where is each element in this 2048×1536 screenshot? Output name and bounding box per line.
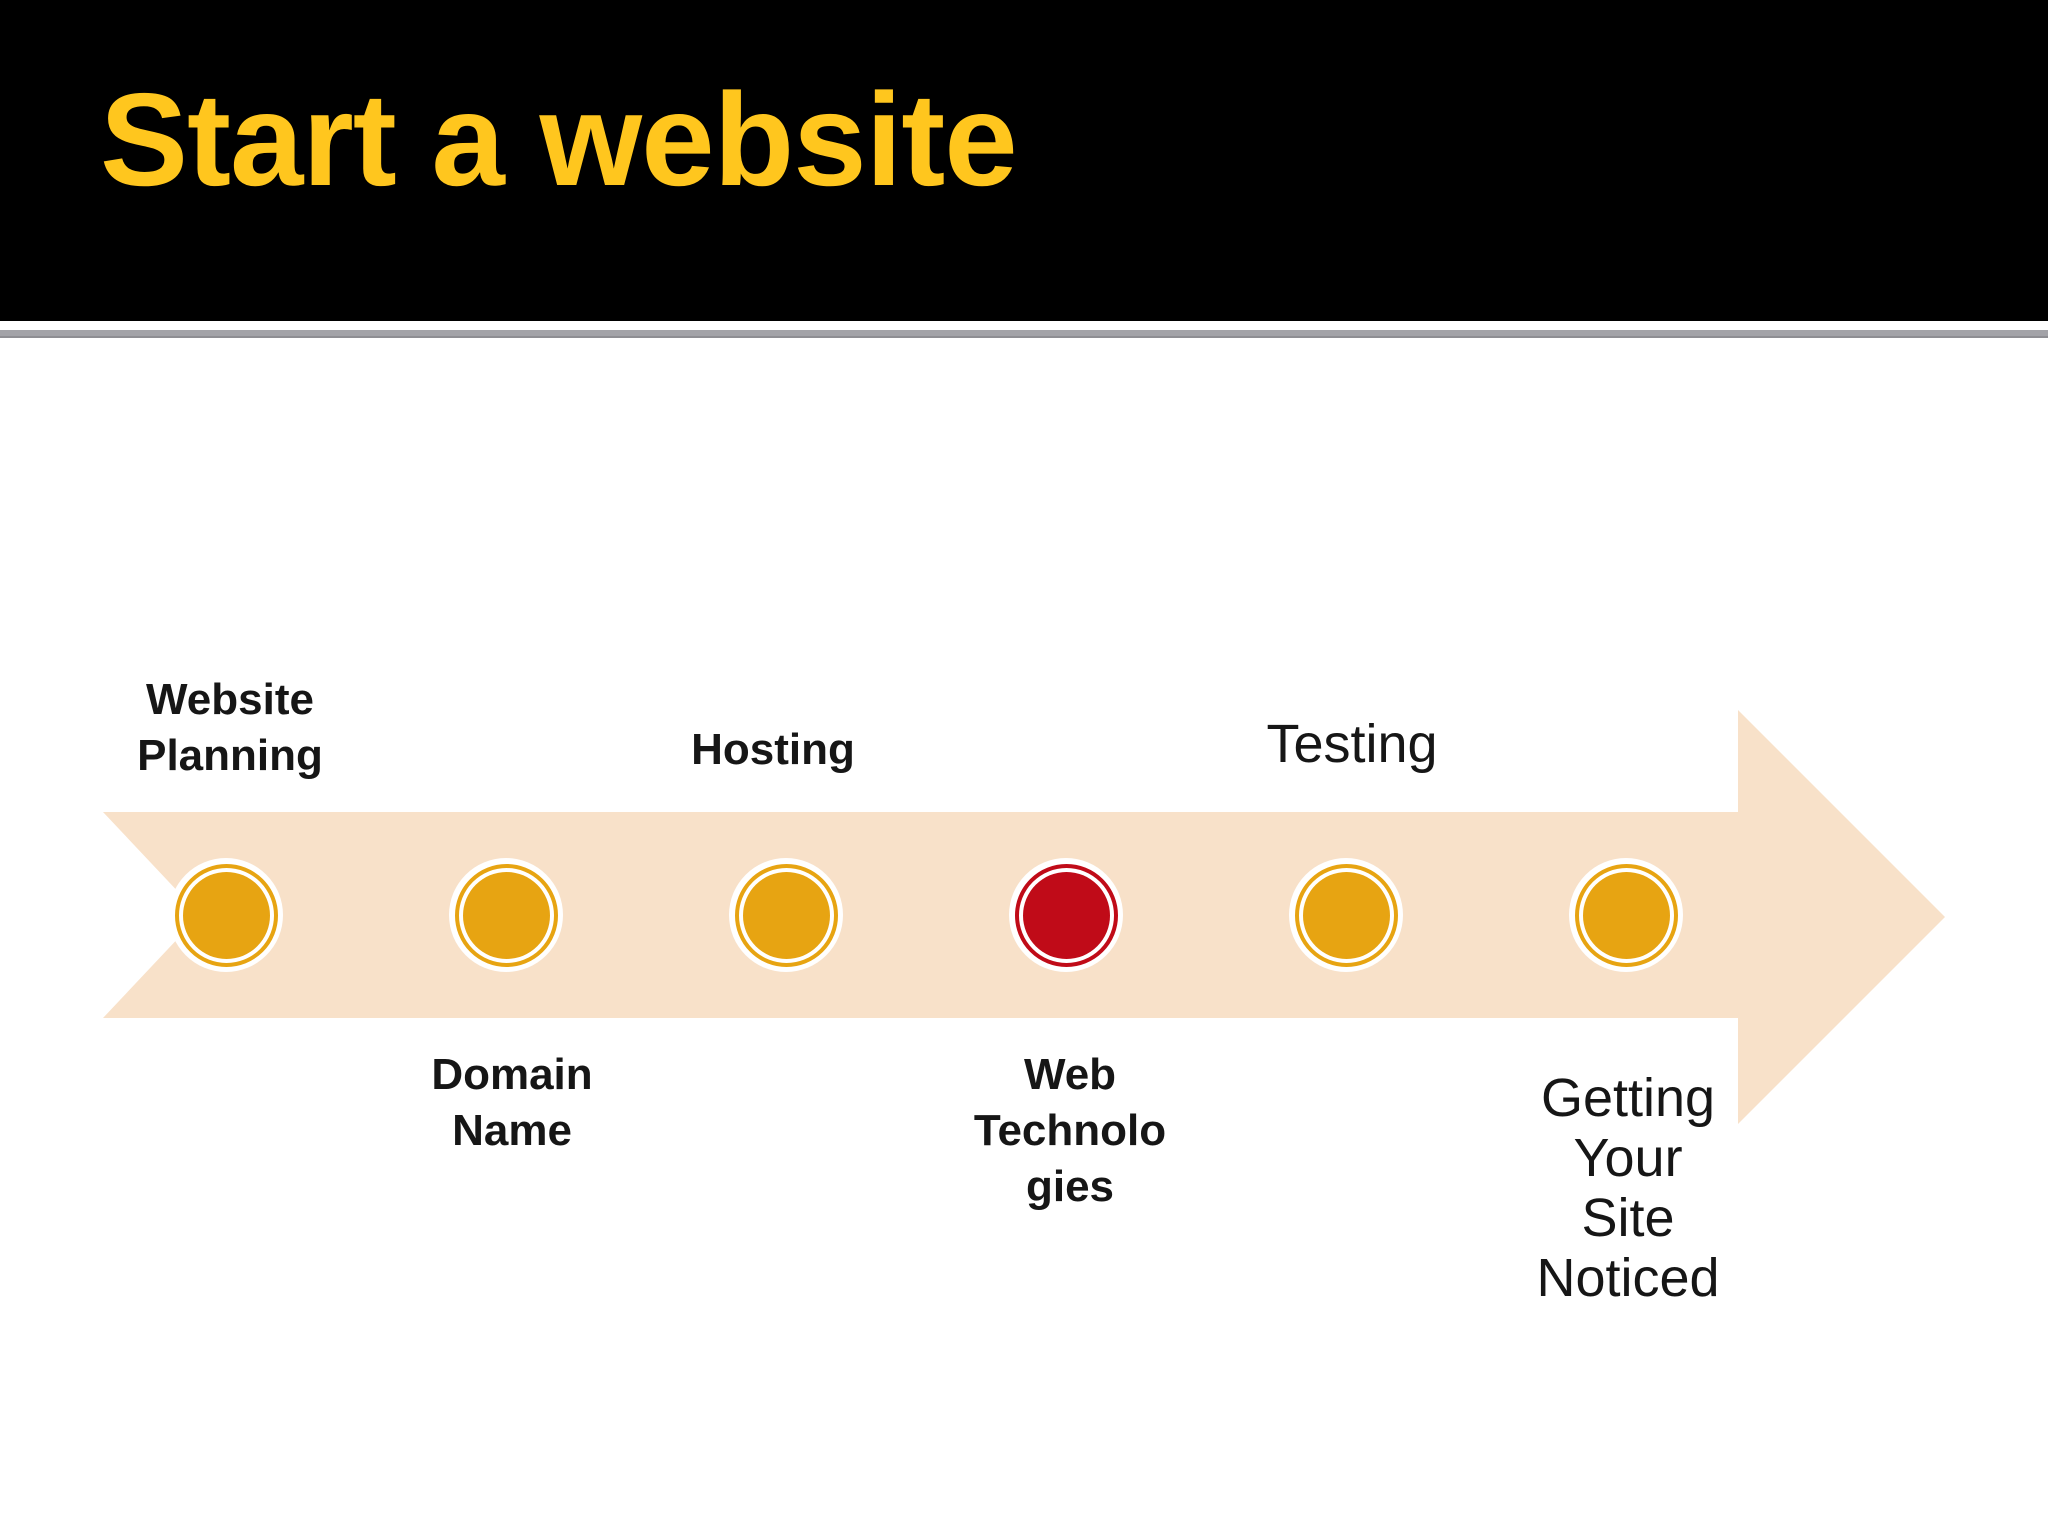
node-disc — [1302, 871, 1390, 959]
step-label-domain-name: Domain Name — [431, 1050, 593, 1155]
timeline-node-website-planning — [169, 858, 283, 972]
timeline-node-hosting — [729, 858, 843, 972]
step-label-getting-your-site-noticed: Getting Your Site Noticed — [1536, 1068, 1720, 1308]
node-disc — [182, 871, 270, 959]
node-ring — [174, 863, 278, 967]
node-ring — [454, 863, 558, 967]
node-ring — [1294, 863, 1398, 967]
timeline-node-testing — [1289, 858, 1403, 972]
node-disc — [742, 871, 830, 959]
step-label-web-technologies: Web Technolo gies — [973, 1050, 1167, 1211]
node-disc — [462, 871, 550, 959]
timeline-node-web-technologies — [1009, 858, 1123, 972]
step-label-hosting: Hosting — [691, 725, 855, 774]
slide-title: Start a website — [100, 66, 1018, 213]
node-ring — [1574, 863, 1678, 967]
step-label-website-planning: Website Planning — [137, 675, 323, 780]
node-disc — [1582, 871, 1670, 959]
header-band: Start a website — [0, 0, 2048, 321]
node-disc — [1022, 871, 1110, 959]
timeline-node-domain-name — [449, 858, 563, 972]
header-divider — [0, 330, 2048, 338]
step-label-testing: Testing — [1266, 714, 1438, 774]
node-ring — [734, 863, 838, 967]
timeline-node-getting-your-site-noticed — [1569, 858, 1683, 972]
node-ring — [1014, 863, 1118, 967]
